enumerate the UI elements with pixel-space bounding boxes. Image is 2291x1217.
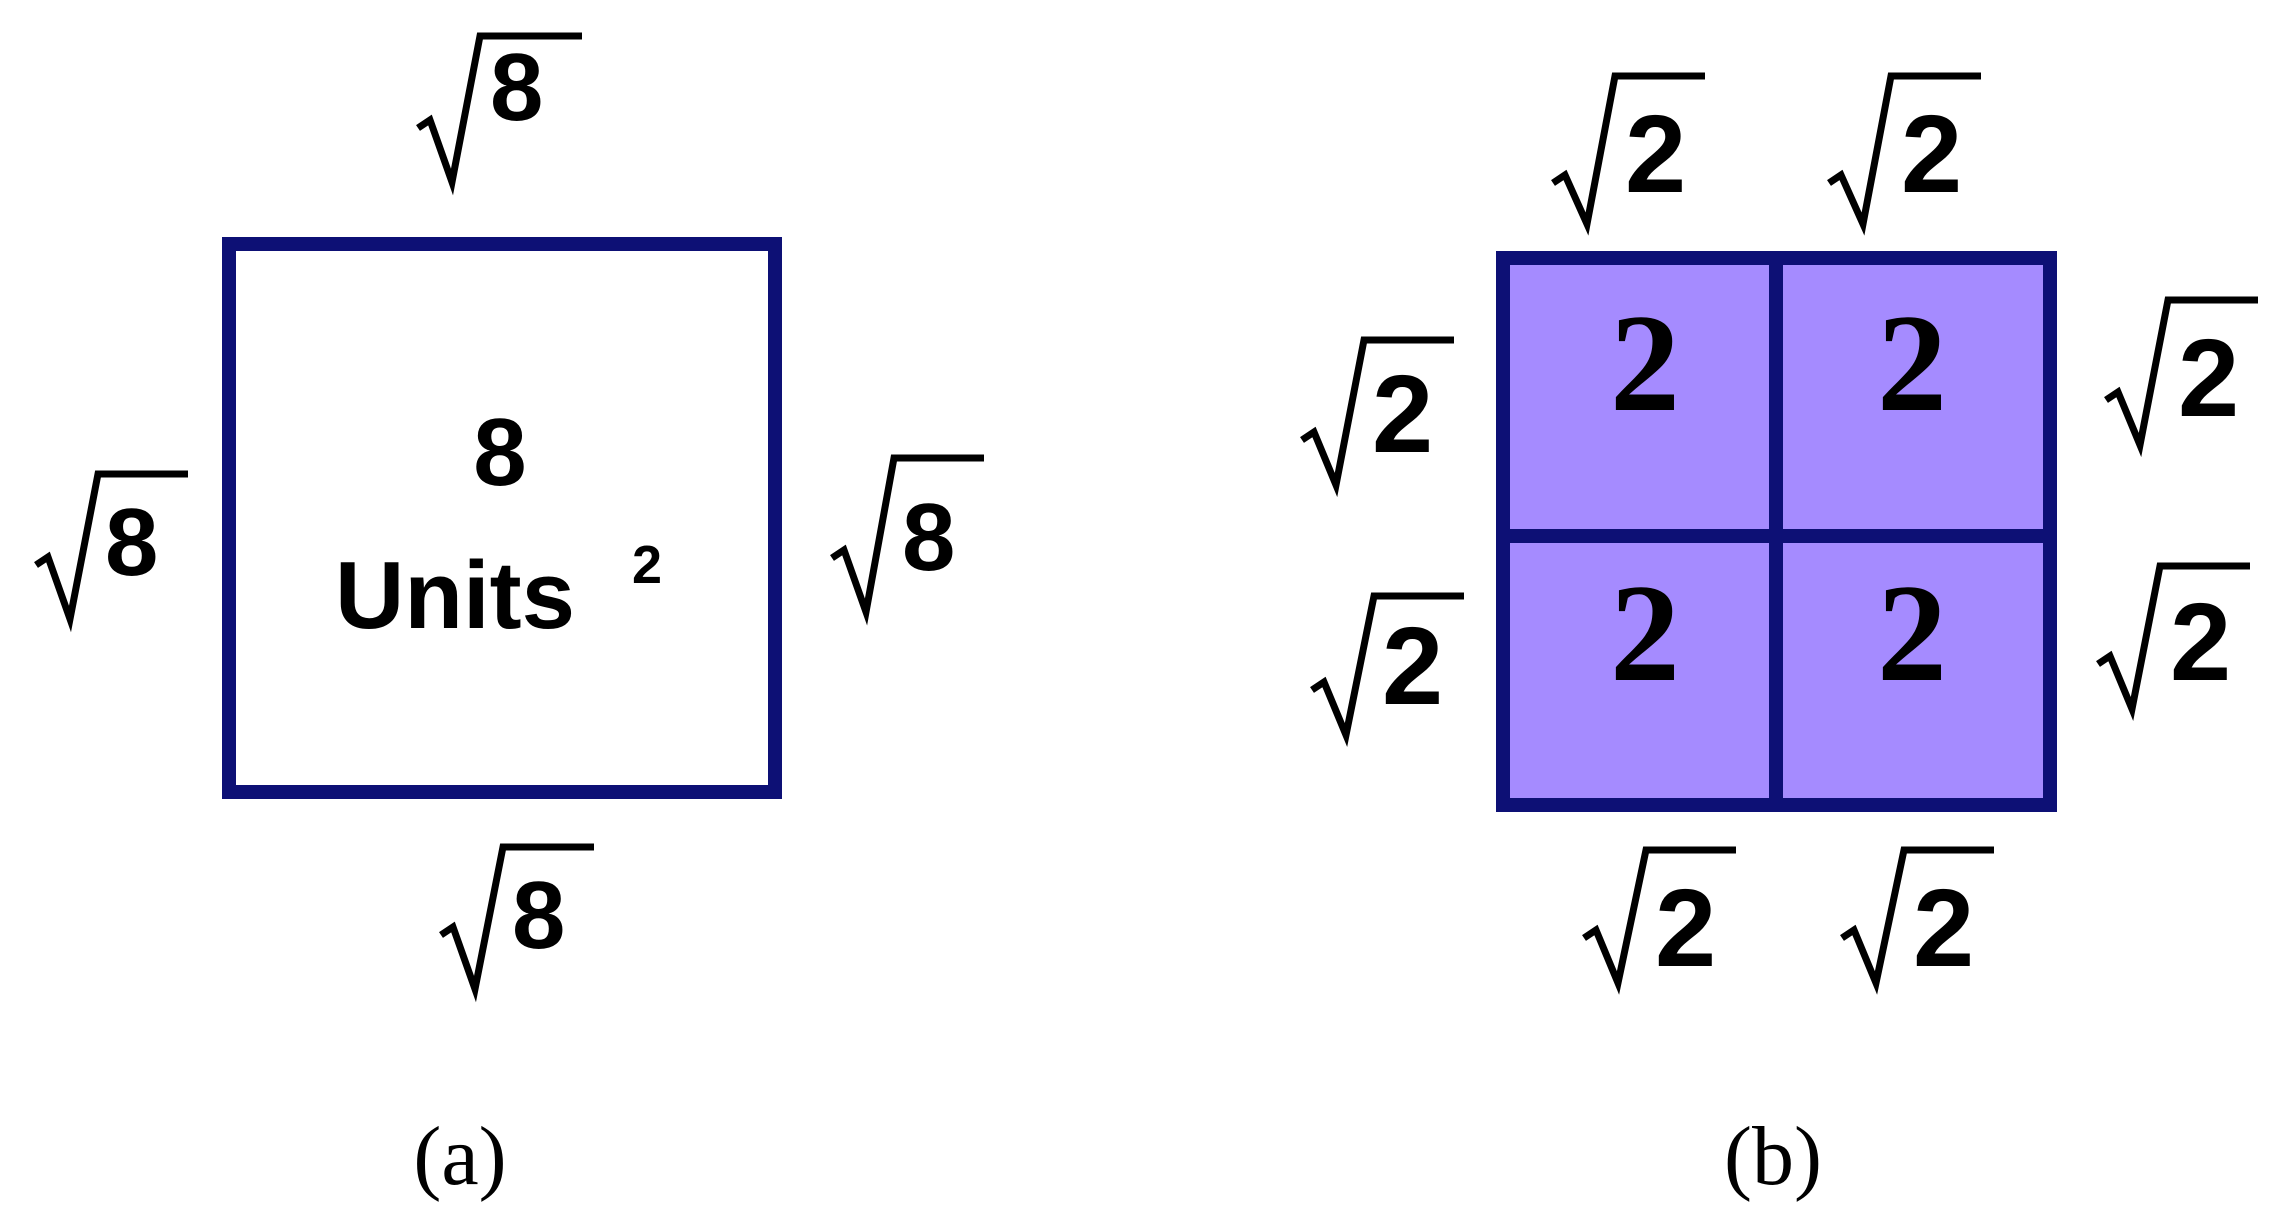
panel-b-top-right-label: 2 bbox=[1827, 72, 1981, 236]
panel-b-cell bbox=[1776, 536, 2050, 805]
panel-b-top-left-label: 2 bbox=[1551, 72, 1705, 236]
svg-text:2: 2 bbox=[2178, 317, 2239, 440]
panel-a-area-unit: Units 2 bbox=[335, 535, 662, 649]
panel-b-left-upper-label: 2 bbox=[1300, 336, 1454, 498]
svg-text:2: 2 bbox=[1382, 605, 1443, 728]
panel-b-right-upper-label: 2 bbox=[2104, 296, 2258, 458]
panel-b-bottom-right-label: 2 bbox=[1840, 846, 1994, 995]
panel-b-cell bbox=[1503, 258, 1776, 536]
panel-b-caption: (b) bbox=[1724, 1110, 1822, 1203]
svg-text:Units: Units bbox=[335, 542, 575, 649]
panel-b-cell-value: 2 bbox=[1610, 556, 1680, 711]
panel-a-bottom-side-label: 8 bbox=[439, 843, 594, 1003]
svg-text:2: 2 bbox=[1655, 867, 1716, 990]
svg-text:2: 2 bbox=[1625, 93, 1686, 216]
panel-b-bottom-left-label: 2 bbox=[1582, 846, 1736, 995]
panel-a-top-side-label: 8 bbox=[416, 32, 582, 196]
svg-text:8: 8 bbox=[902, 484, 955, 591]
panel-b-cell-value: 2 bbox=[1877, 556, 1947, 711]
svg-text:8: 8 bbox=[490, 34, 543, 141]
svg-text:8: 8 bbox=[105, 489, 158, 596]
svg-text:2: 2 bbox=[1372, 353, 1433, 476]
panel-b-cell bbox=[1776, 258, 2050, 536]
svg-text:2: 2 bbox=[1913, 867, 1974, 990]
panel-a-area-value: 8 bbox=[473, 399, 526, 506]
panel-b-cell-value: 2 bbox=[1610, 286, 1680, 441]
panel-a-area-exponent: 2 bbox=[632, 535, 662, 595]
panel-b-left-lower-label: 2 bbox=[1310, 592, 1464, 747]
panel-a-left-side-label: 8 bbox=[34, 470, 188, 633]
panel-b-cell bbox=[1503, 536, 1776, 805]
panel-a-caption: (a) bbox=[413, 1110, 506, 1203]
panel-a: 8 8 8 8 8 Units 2 (a) bbox=[34, 32, 984, 1203]
panel-b-cell-value: 2 bbox=[1877, 286, 1947, 441]
panel-a-right-side-label: 8 bbox=[830, 454, 984, 626]
svg-text:2: 2 bbox=[2170, 581, 2231, 704]
panel-a-square bbox=[222, 237, 782, 799]
svg-text:2: 2 bbox=[1901, 93, 1962, 216]
panel-b: 2 2 2 2 2 2 2 2 2 2 bbox=[1300, 72, 2258, 1203]
svg-text:8: 8 bbox=[512, 862, 565, 969]
panel-b-right-lower-label: 2 bbox=[2096, 562, 2250, 722]
